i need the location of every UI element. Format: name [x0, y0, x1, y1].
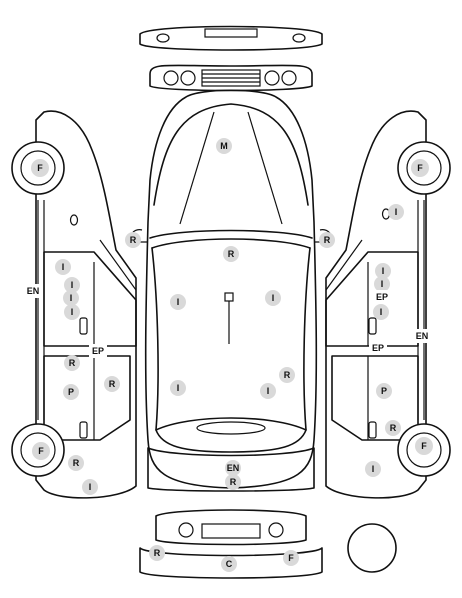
marker-left-door-rear-r2[interactable]: R [104, 376, 120, 392]
marker-right-door-front-ep[interactable]: EP [373, 290, 391, 304]
svg-text:P: P [381, 386, 387, 396]
svg-text:F: F [421, 441, 427, 451]
svg-text:I: I [380, 307, 383, 317]
svg-text:EN: EN [27, 286, 40, 296]
spare-tire [347, 523, 397, 573]
marker-trunk-r[interactable]: R [225, 474, 241, 490]
marker-left-door-front-i3[interactable]: I [63, 290, 79, 306]
svg-text:R: R [324, 235, 331, 245]
marker-rear-bumper-r[interactable]: R [149, 545, 165, 561]
marker-left-rear-fender-r[interactable]: R [68, 455, 84, 471]
marker-right-rear-tire[interactable]: F [415, 437, 433, 455]
marker-hood[interactable]: R [223, 246, 239, 262]
marker-left-rocker[interactable]: EN [24, 284, 42, 298]
marker-right-door-front-i2[interactable]: I [374, 276, 390, 292]
rear-bumper [139, 509, 323, 579]
svg-text:C: C [226, 559, 233, 569]
svg-text:I: I [272, 293, 275, 303]
marker-left-rear-fender-i[interactable]: I [82, 479, 98, 495]
marker-interior-front-right[interactable]: I [265, 290, 281, 306]
front-bumper [139, 25, 323, 51]
right-side-profile [325, 110, 451, 499]
svg-text:F: F [37, 163, 43, 173]
car-top-view [129, 89, 333, 492]
svg-text:EP: EP [92, 346, 104, 356]
marker-trunk-engine[interactable]: EN [225, 460, 241, 476]
marker-roof[interactable]: M [216, 138, 232, 154]
marker-left-door-rear-r[interactable]: R [64, 355, 80, 371]
marker-left-door-front-i4[interactable]: I [64, 304, 80, 320]
svg-text:I: I [71, 280, 74, 290]
marker-right-rear-r[interactable]: R [385, 420, 401, 436]
marker-right-door-front-i1[interactable]: I [375, 263, 391, 279]
svg-text:I: I [62, 262, 65, 272]
marker-right-rear-i[interactable]: I [365, 461, 381, 477]
marker-right-front-fender-i[interactable]: I [388, 204, 404, 220]
marker-mirror-left[interactable]: R [125, 232, 141, 248]
svg-text:M: M [220, 141, 228, 151]
svg-text:R: R [154, 548, 161, 558]
svg-text:I: I [177, 297, 180, 307]
svg-text:I: I [395, 207, 398, 217]
marker-left-door-rear-p[interactable]: P [63, 384, 79, 400]
svg-text:F: F [288, 553, 294, 563]
svg-text:EP: EP [372, 343, 384, 353]
svg-text:I: I [71, 307, 74, 317]
svg-text:EP: EP [376, 292, 388, 302]
marker-right-rocker[interactable]: EN [413, 329, 431, 343]
svg-text:I: I [267, 386, 270, 396]
left-side-profile [11, 110, 137, 499]
marker-right-door-ep[interactable]: EP [369, 341, 387, 355]
svg-text:R: R [73, 458, 80, 468]
svg-text:I: I [70, 293, 73, 303]
marker-left-door-front-i2[interactable]: I [64, 277, 80, 293]
svg-text:R: R [284, 370, 291, 380]
marker-left-door-front-i1[interactable]: I [55, 259, 71, 275]
svg-text:I: I [381, 279, 384, 289]
marker-rear-bumper-f[interactable]: F [283, 550, 299, 566]
damage-markers: M R R R I I I I R EN R F F F F EN EN I I… [24, 138, 433, 572]
front-headlights [149, 64, 313, 92]
svg-text:P: P [68, 387, 74, 397]
svg-text:F: F [38, 446, 44, 456]
marker-right-door-rear-p[interactable]: P [376, 383, 392, 399]
marker-left-rear-tire[interactable]: F [32, 442, 50, 460]
svg-text:I: I [372, 464, 375, 474]
marker-left-door-ep[interactable]: EP [89, 344, 107, 358]
marker-interior-front-left[interactable]: I [170, 294, 186, 310]
marker-interior-rear-left[interactable]: I [170, 380, 186, 396]
svg-text:F: F [417, 163, 423, 173]
marker-rear-quarter-right[interactable]: R [279, 367, 295, 383]
svg-text:R: R [228, 249, 235, 259]
svg-text:R: R [130, 235, 137, 245]
svg-text:I: I [177, 383, 180, 393]
marker-rear-bumper-c[interactable]: C [221, 556, 237, 572]
svg-text:EN: EN [227, 463, 240, 473]
svg-text:EN: EN [416, 331, 429, 341]
svg-text:R: R [390, 423, 397, 433]
marker-right-front-tire[interactable]: F [411, 159, 429, 177]
svg-text:R: R [109, 379, 116, 389]
marker-right-door-front-i3[interactable]: I [373, 304, 389, 320]
svg-text:I: I [382, 266, 385, 276]
svg-text:I: I [89, 482, 92, 492]
marker-left-front-tire[interactable]: F [31, 159, 49, 177]
marker-mirror-right[interactable]: R [319, 232, 335, 248]
svg-text:R: R [230, 477, 237, 487]
svg-text:R: R [69, 358, 76, 368]
marker-interior-rear-right[interactable]: I [260, 383, 276, 399]
